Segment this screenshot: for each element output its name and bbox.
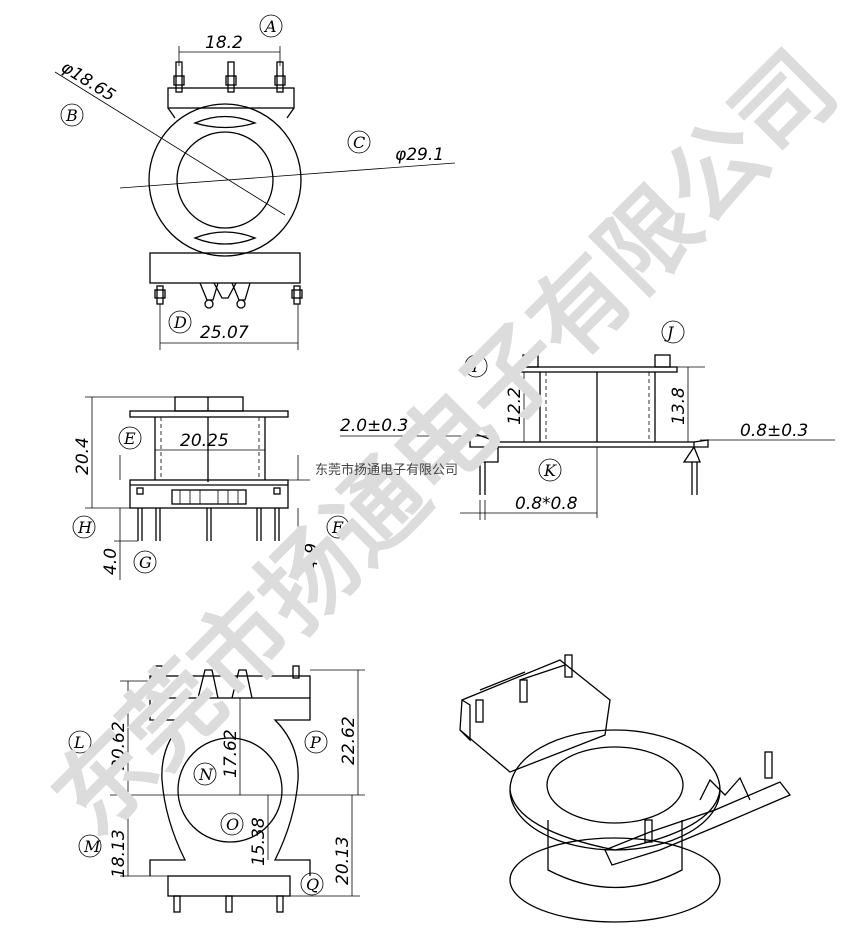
label-m: M [83,837,101,856]
side-view: 12.2 I 13.8 J 2.0±0.3 0.8±0.3 0.8*0.8 K [340,320,835,520]
dim-right-offset: 0.8±0.3 [740,421,808,441]
dim-o-height: 15.38 [249,817,269,866]
dim-j-height: 13.8 [669,387,689,425]
dim-m-height: 18.13 [109,829,129,878]
label-j: J [664,323,675,342]
label-p: P [309,733,321,752]
label-c: C [353,133,365,152]
label-h: H [77,518,93,537]
dim-h-height: 4.0 [101,548,121,575]
dim-e-width: 20.25 [180,431,229,451]
label-b: B [65,106,78,125]
label-k: K [543,461,557,480]
front-view: 20.25 E 20.4 4.0 H G 4.9 F [72,396,350,580]
dim-k-pin: 0.8*0.8 [515,494,578,514]
dim-height-total: 20.4 [73,437,93,475]
label-d: D [173,313,187,332]
label-f: F [331,518,344,537]
label-a: A [263,17,277,36]
dim-i-height: 12.2 [505,387,525,425]
label-g: G [139,553,152,572]
dim-q-height: 20.13 [333,836,353,885]
watermark-small-text: 东莞市扬通电子有限公司 [315,462,458,478]
top-view: 18.2 A φ18.65 B φ29.1 C 25.07 D [54,14,456,350]
label-q: Q [306,875,319,894]
dim-p-height: 22.62 [339,716,359,765]
label-l: L [73,733,85,752]
dim-a-width: 18.2 [205,33,243,53]
dim-d-width: 25.07 [200,323,249,343]
label-n: N [198,765,214,784]
dim-l-height: 20.62 [109,721,129,770]
dim-c-diameter: φ29.1 [395,145,444,165]
bottom-view: 20.62 L 18.13 M 17.62 N 15.38 O 22.62 P … [68,665,365,913]
dim-n-height: 17.62 [221,729,241,778]
label-o: O [226,815,239,834]
isometric-view [459,654,792,923]
label-e: E [123,429,136,448]
dim-left-offset: 2.0±0.3 [340,416,408,436]
dim-b-diameter: φ18.65 [57,57,118,106]
label-i: I [471,357,479,376]
dim-f-height: 4.9 [302,543,322,570]
